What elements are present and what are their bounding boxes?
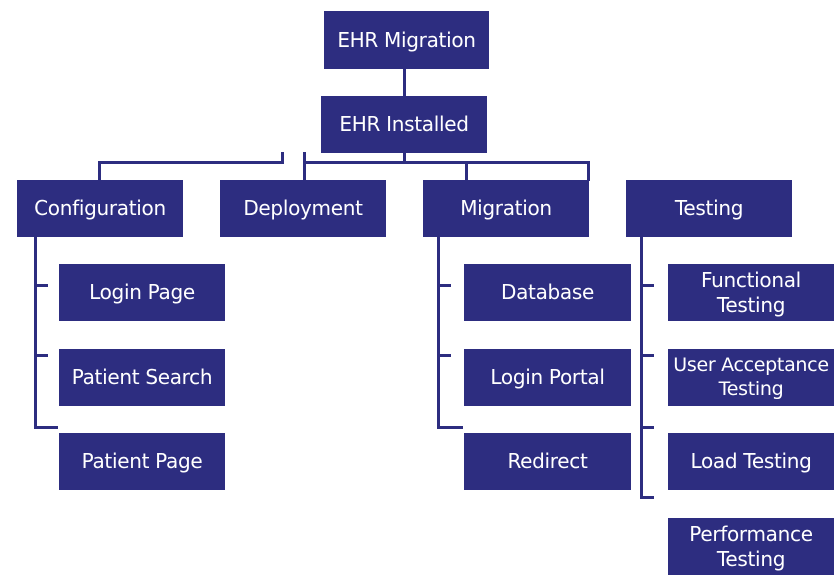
node-load-testing: Load Testing xyxy=(668,433,834,490)
node-redirect-label: Redirect xyxy=(507,449,588,473)
node-user-acceptance-testing: User Acceptance Testing xyxy=(668,349,834,406)
node-redirect: Redirect xyxy=(464,433,631,490)
node-login-page: Login Page xyxy=(59,264,225,321)
connector-center-bus xyxy=(303,161,590,164)
node-migration: Migration xyxy=(423,180,589,237)
connector-to-configuration xyxy=(98,161,101,181)
node-functional-testing: Functional Testing xyxy=(668,264,834,321)
connector-left-bus xyxy=(98,161,284,164)
connector-left-bus-tick xyxy=(281,152,284,164)
node-configuration-label: Configuration xyxy=(34,196,166,220)
node-functional-testing-label: Functional Testing xyxy=(701,267,801,317)
node-migration-label: Migration xyxy=(460,196,552,220)
node-patient-page-label: Patient Page xyxy=(81,449,203,473)
connector-configuration-branch-2 xyxy=(34,354,48,357)
node-patient-search: Patient Search xyxy=(59,349,225,406)
node-ehr-installed: EHR Installed xyxy=(321,96,487,153)
connector-to-migration-a xyxy=(465,161,468,181)
node-patient-search-label: Patient Search xyxy=(71,365,213,389)
connector-migration-branch-1 xyxy=(437,284,451,287)
connector-testing-branch-4 xyxy=(640,496,654,499)
connector-testing-trunk xyxy=(640,237,643,499)
connector-configuration-branch-1 xyxy=(34,284,48,287)
connector-testing-branch-1 xyxy=(640,284,654,287)
node-testing: Testing xyxy=(626,180,792,237)
node-login-page-label: Login Page xyxy=(89,280,195,304)
connector-configuration-branch-3 xyxy=(34,426,58,429)
connector-testing-branch-3 xyxy=(640,426,654,429)
node-ehr-migration: EHR Migration xyxy=(324,11,489,69)
node-deployment-label: Deployment xyxy=(243,196,363,220)
node-performance-testing-label: Performance Testing xyxy=(689,521,813,571)
connector-to-deployment xyxy=(303,161,306,181)
node-database: Database xyxy=(464,264,631,321)
connector-configuration-trunk xyxy=(34,237,37,429)
connector-migration-trunk xyxy=(437,237,440,429)
node-load-testing-label: Load Testing xyxy=(690,449,812,473)
connector-installed-left-drop xyxy=(303,152,306,164)
connector-to-migration-b xyxy=(587,161,590,181)
node-patient-page: Patient Page xyxy=(59,433,225,490)
node-deployment: Deployment xyxy=(220,180,386,237)
node-login-portal: Login Portal xyxy=(464,349,631,406)
node-ehr-migration-label: EHR Migration xyxy=(337,27,476,52)
connector-migration-branch-3 xyxy=(437,426,463,429)
node-database-label: Database xyxy=(500,280,595,304)
connector-root-to-installed xyxy=(403,68,406,98)
node-user-acceptance-testing-label: User Acceptance Testing xyxy=(673,353,829,400)
connector-testing-branch-2 xyxy=(640,354,654,357)
node-testing-label: Testing xyxy=(674,196,744,220)
connector-installed-right-drop xyxy=(403,152,406,164)
connector-migration-branch-2 xyxy=(437,354,451,357)
node-ehr-installed-label: EHR Installed xyxy=(339,112,469,136)
node-performance-testing: Performance Testing xyxy=(668,518,834,575)
node-login-portal-label: Login Portal xyxy=(490,365,605,389)
node-configuration: Configuration xyxy=(17,180,183,237)
